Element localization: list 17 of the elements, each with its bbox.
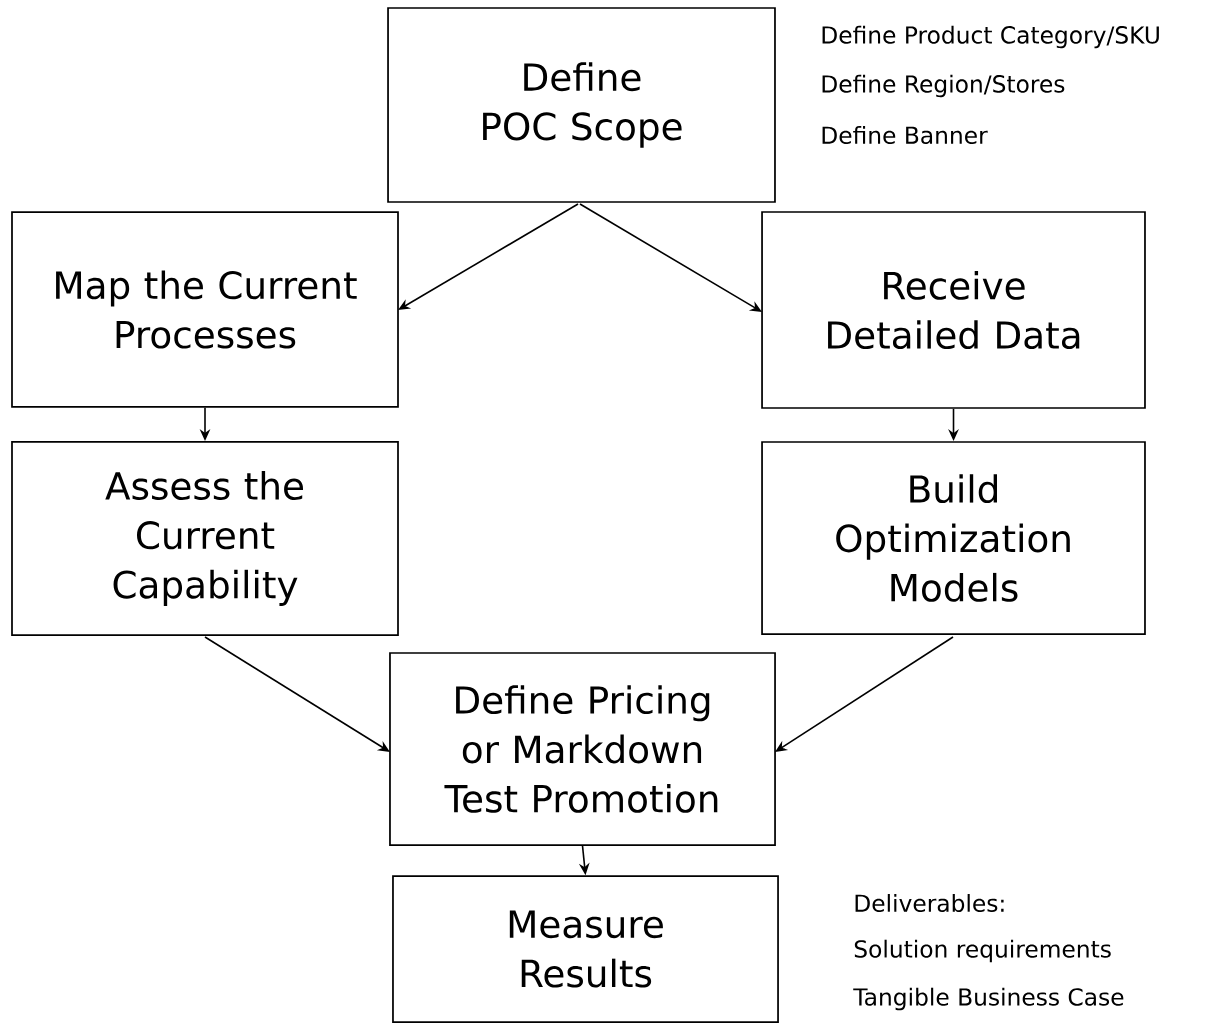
process-box: Map the Current Processes [11, 211, 399, 408]
process-box: Build Optimization Models [761, 441, 1146, 635]
side-note: Define Product Category/SKU [822, 25, 1159, 49]
side-note: Define Region/Stores [822, 74, 1065, 98]
arrow [579, 203, 762, 312]
side-note: Deliverables: [855, 894, 1004, 913]
process-box: Assess the Current Capability [11, 441, 399, 636]
side-note: Tangible Business Case [853, 987, 1124, 1011]
side-note: Define Banner [822, 125, 988, 145]
arrow [775, 636, 954, 752]
arrow [398, 203, 579, 310]
arrow [204, 636, 390, 752]
process-box: Measure Results [392, 875, 779, 1023]
process-box: Define Pricing or Markdown Test Promotion [389, 652, 776, 846]
side-note: Solution requirements [854, 939, 1111, 963]
process-box: Receive Detailed Data [761, 211, 1146, 409]
process-box: Define POC Scope [387, 7, 776, 203]
